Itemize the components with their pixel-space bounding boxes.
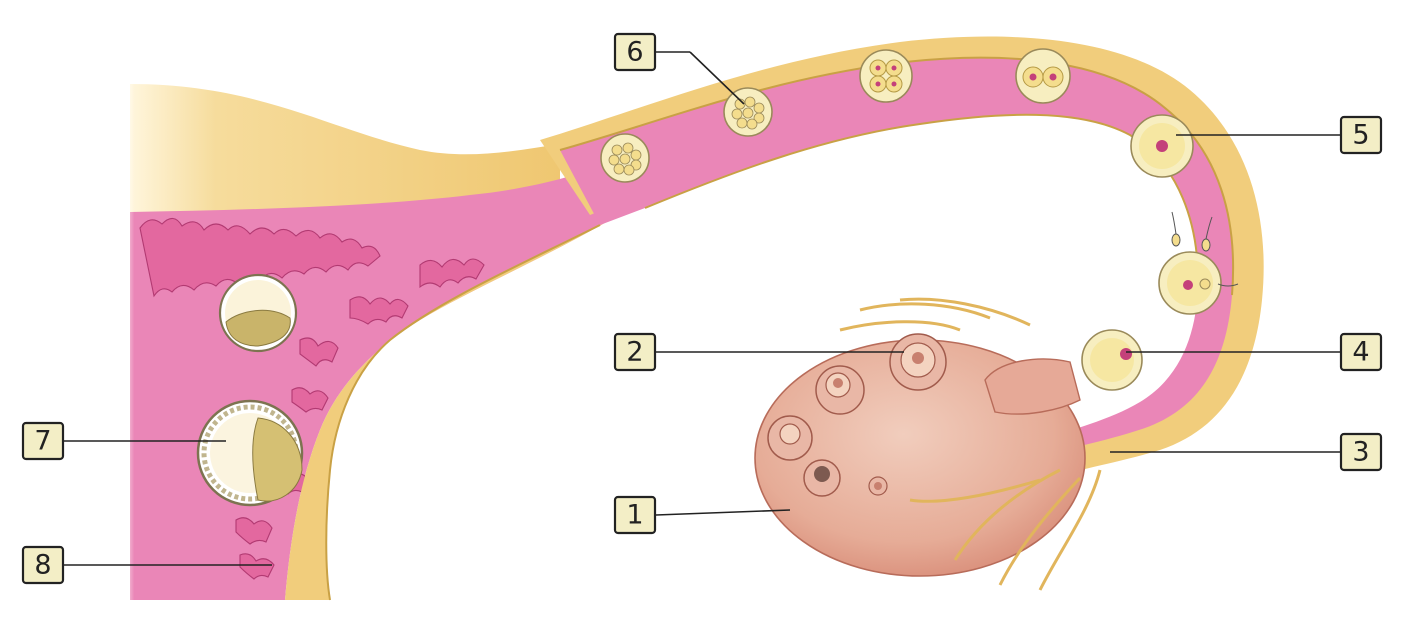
label-5: 5 (1176, 115, 1383, 155)
ovary (754, 297, 1102, 591)
morula-6 (723, 87, 773, 137)
blastocyst (218, 273, 298, 353)
label-8-text: 8 (34, 550, 51, 581)
secondary-oocyte-4 (1081, 329, 1143, 391)
label-1: 1 (613, 495, 791, 535)
label-7-text: 7 (34, 426, 51, 457)
label-1-text: 1 (626, 500, 643, 531)
label-4: 4 (1126, 332, 1383, 372)
label-8: 8 (21, 545, 272, 585)
label-6: 6 (613, 32, 745, 105)
implanting-blastocyst-7 (196, 399, 304, 507)
four-cell-stage (859, 49, 913, 103)
label-3-text: 3 (1352, 437, 1369, 468)
label-3: 3 (1110, 432, 1383, 472)
label-2-text: 2 (626, 337, 643, 368)
label-6-text: 6 (626, 37, 643, 68)
label-4-text: 4 (1352, 337, 1369, 368)
label-7: 7 (21, 421, 226, 461)
morula (600, 133, 650, 183)
label-2: 2 (613, 332, 904, 372)
two-cell-stage (1015, 48, 1071, 104)
fertilization-oocyte (1158, 211, 1239, 315)
fimbriae (839, 297, 1102, 591)
sperm (1171, 211, 1239, 287)
zygote-5 (1130, 114, 1194, 178)
label-5-text: 5 (1352, 120, 1369, 151)
ovarian-follicles (767, 333, 947, 497)
